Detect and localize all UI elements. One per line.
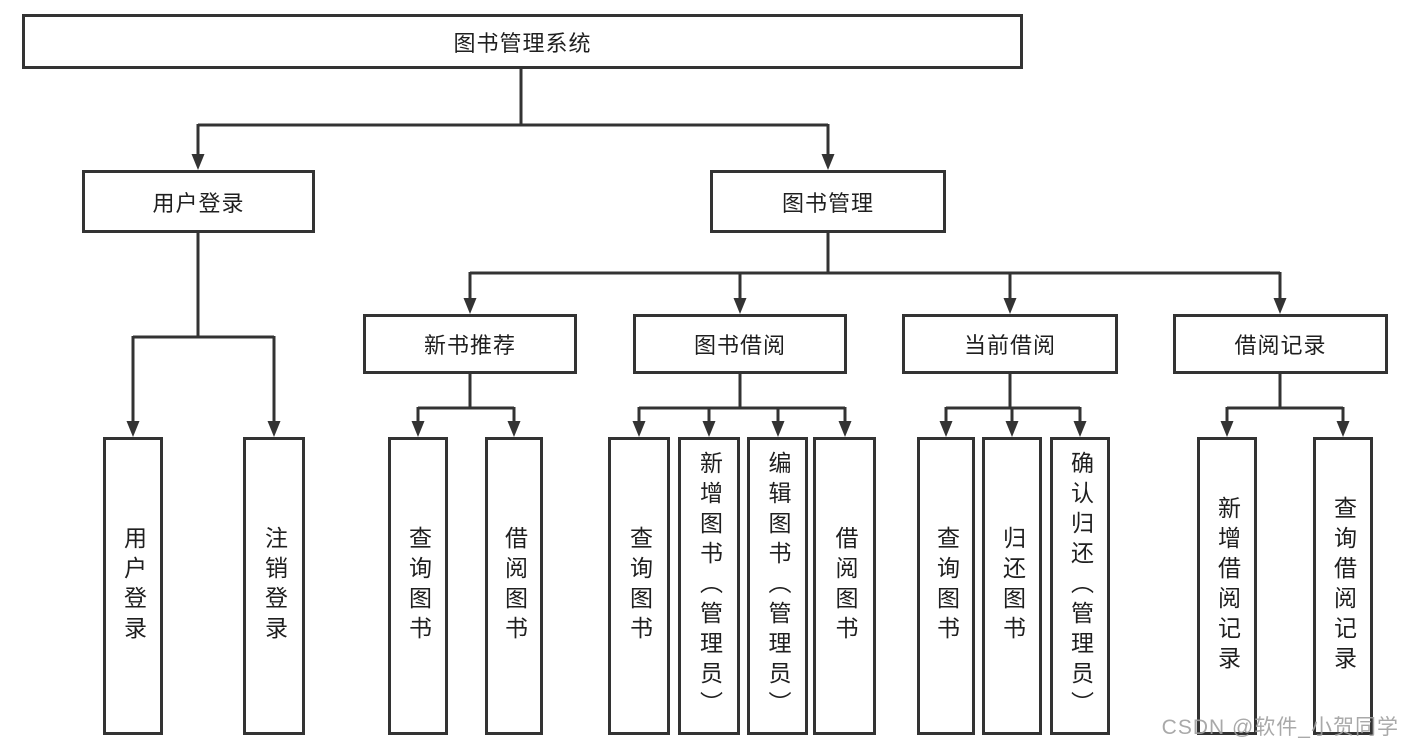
node-library-management-system: 图书管理系统 (22, 14, 1023, 69)
node-current-borrowing: 当前借阅 (902, 314, 1118, 374)
arrowhead-icons (126, 154, 1350, 437)
leaf-confirm-return-admin: 确认归还（管理员） (1050, 437, 1110, 735)
watermark-text: CSDN @软件_小贺同学 (1161, 716, 1399, 739)
leaf-query-books-3: 查询图书 (917, 437, 975, 735)
leaf-query-books-1: 查询图书 (388, 437, 448, 735)
node-borrowing-records: 借阅记录 (1173, 314, 1388, 374)
leaf-query-books-2: 查询图书 (608, 437, 670, 735)
leaf-borrow-books-2: 借阅图书 (813, 437, 876, 735)
leaf-edit-books-admin: 编辑图书（管理员） (747, 437, 808, 735)
node-book-management: 图书管理 (710, 170, 946, 233)
leaf-user-login: 用户登录 (103, 437, 163, 735)
node-book-borrowing: 图书借阅 (633, 314, 847, 374)
node-new-book-recommendation: 新书推荐 (363, 314, 577, 374)
leaf-logout-login: 注销登录 (243, 437, 305, 735)
leaf-add-books-admin: 新增图书（管理员） (678, 437, 740, 735)
leaf-borrow-books-1: 借阅图书 (485, 437, 543, 735)
leaf-query-borrow-record: 查询借阅记录 (1313, 437, 1373, 735)
node-user-login: 用户登录 (82, 170, 315, 233)
leaf-return-books: 归还图书 (982, 437, 1042, 735)
leaf-add-borrow-record: 新增借阅记录 (1197, 437, 1257, 735)
